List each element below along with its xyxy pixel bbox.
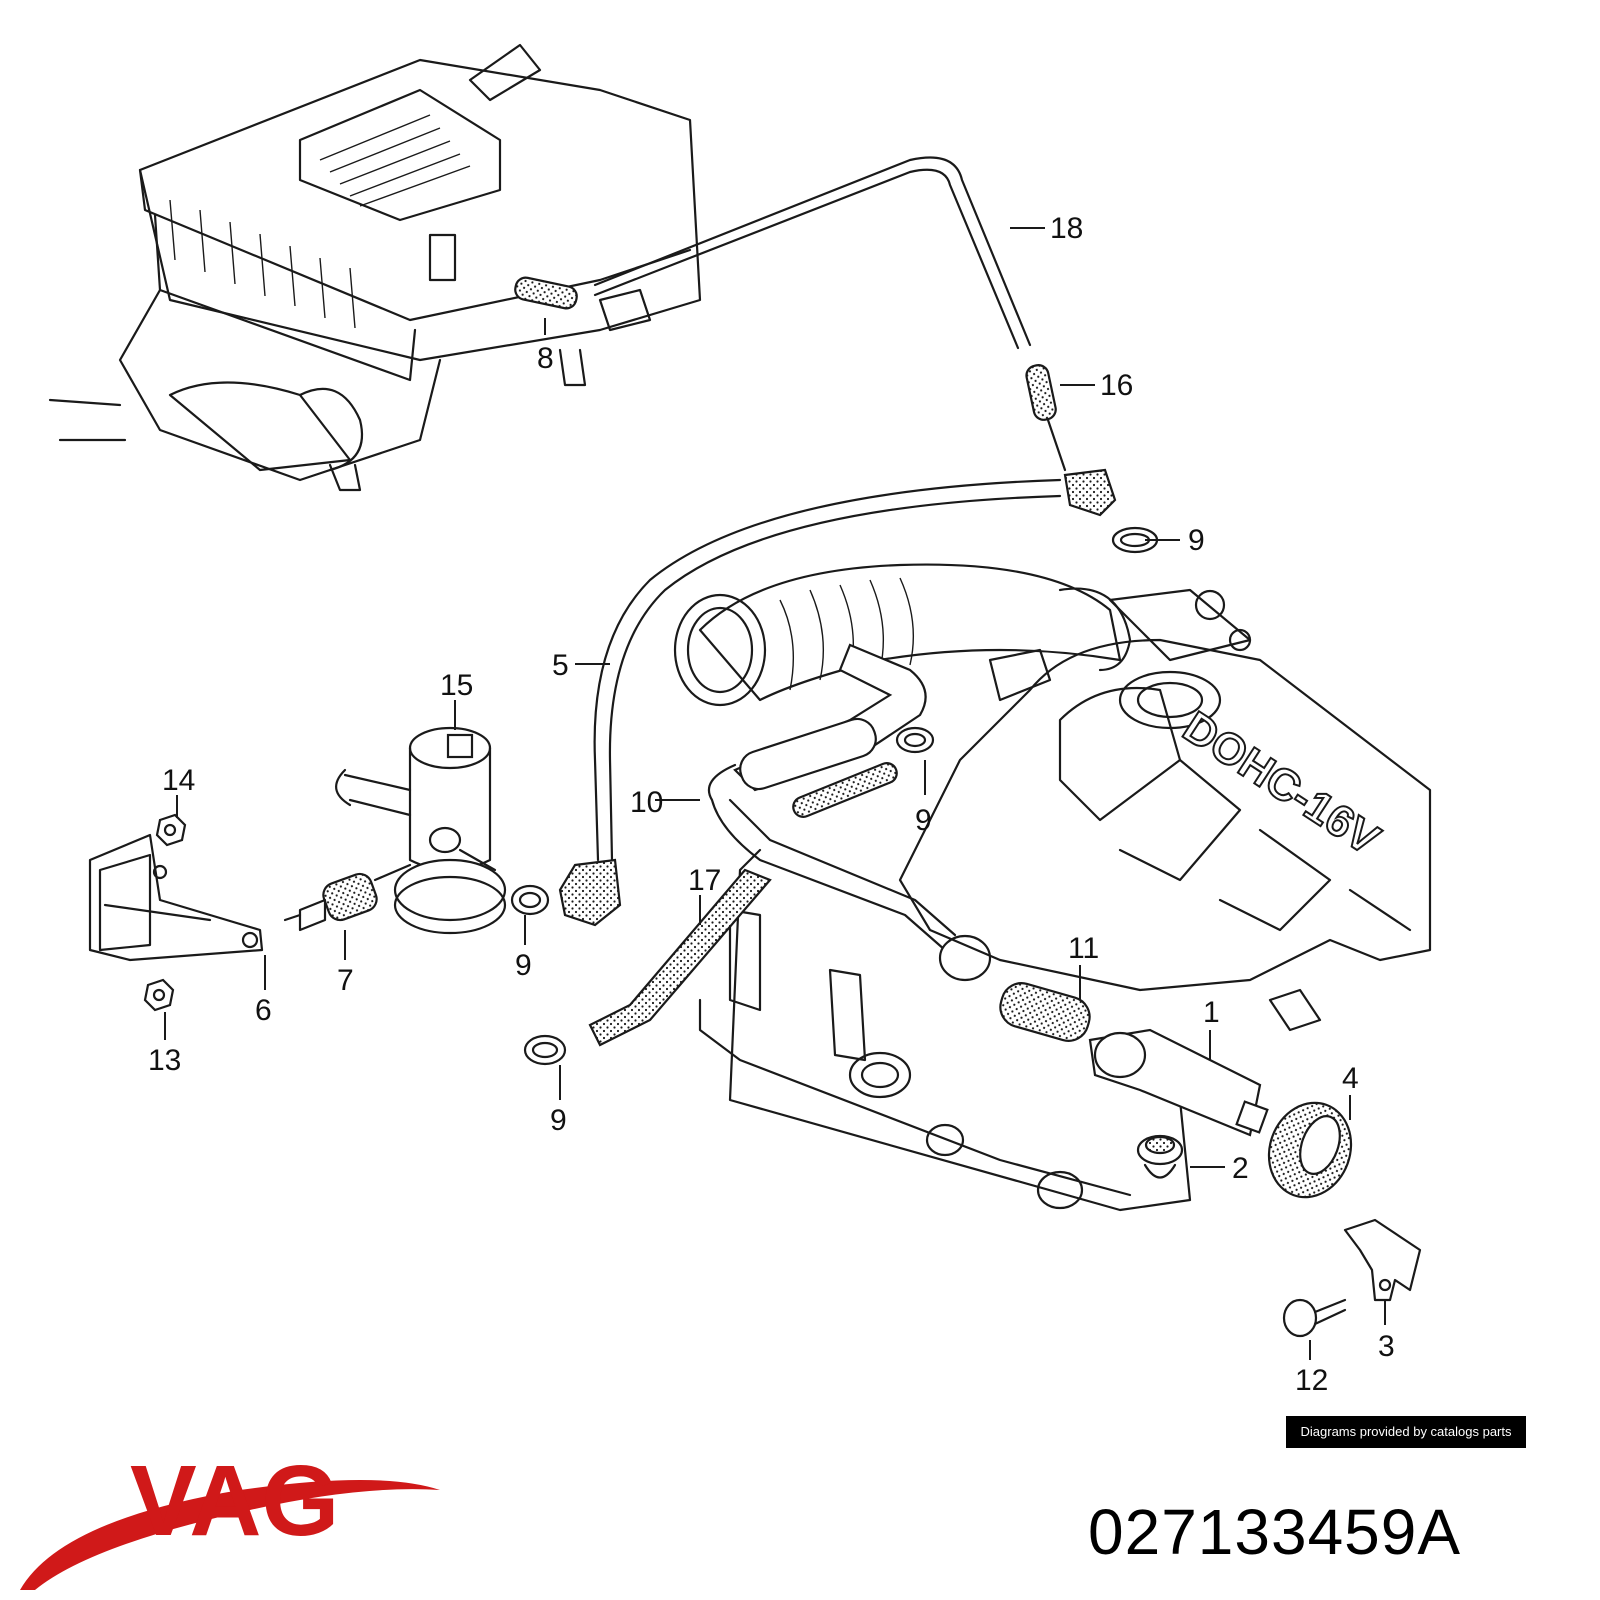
grommet-2: [1136, 1134, 1184, 1179]
elbow-hose-top: [558, 468, 1117, 927]
callout-13: 13: [148, 1044, 181, 1077]
callout-7: 7: [337, 964, 354, 997]
callout-6: 6: [255, 994, 272, 1027]
callout-17: 17: [688, 864, 721, 897]
hose-8: [514, 276, 578, 310]
callout-10: 10: [630, 786, 663, 819]
callout-2: 2: [1232, 1152, 1249, 1185]
callout-14: 14: [162, 764, 195, 797]
callout-1: 1: [1203, 996, 1220, 1029]
bracket-3: [1343, 1218, 1422, 1302]
air-filter-housing: [48, 43, 702, 492]
diagram-credit: Diagrams provided by catalogs parts: [1286, 1416, 1526, 1448]
callout-16: 16: [1100, 369, 1133, 402]
callout-8: 8: [537, 342, 554, 375]
hose-11: [999, 982, 1091, 1042]
callout-3: 3: [1378, 1330, 1395, 1363]
callout-4: 4: [1342, 1062, 1359, 1095]
clamp-9-left: [510, 884, 550, 916]
callout-9a: 9: [1188, 524, 1205, 557]
part-number: 027133459A: [1088, 1496, 1462, 1568]
hose-16: [1025, 364, 1067, 472]
sensor-7: [283, 863, 412, 932]
logo-text: VAG: [130, 1445, 339, 1557]
nut-14: [155, 813, 187, 847]
clamp-9-bottom: [523, 1034, 567, 1066]
callout-9c: 9: [515, 949, 532, 982]
leader-lines: [164, 227, 1386, 1360]
valve-1: [1088, 1028, 1269, 1137]
callout-18: 18: [1050, 212, 1083, 245]
hose-10: [707, 643, 992, 982]
vag-logo: VAG: [20, 1445, 440, 1590]
callout-12: 12: [1295, 1364, 1328, 1397]
clamp-9-mid: [895, 726, 935, 754]
screw-12: [1282, 1298, 1347, 1338]
valve-15: [335, 726, 507, 935]
hose-mid: [792, 762, 898, 818]
callout-11: 11: [1068, 932, 1099, 965]
pipe-18: [593, 156, 1032, 350]
callout-labels: 18 16 9 8 5 15 14 10 9 17 9 7 6 13 11 1 …: [148, 212, 1395, 1397]
logo-swoosh: [20, 1480, 440, 1590]
nut-13: [143, 978, 175, 1012]
hose-17: [588, 868, 772, 1047]
callout-9d: 9: [550, 1104, 567, 1137]
bracket-6: [88, 833, 264, 962]
callout-9b: 9: [915, 804, 932, 837]
callout-5: 5: [552, 649, 569, 682]
ring-4: [1267, 1101, 1353, 1199]
callout-15: 15: [440, 669, 473, 702]
